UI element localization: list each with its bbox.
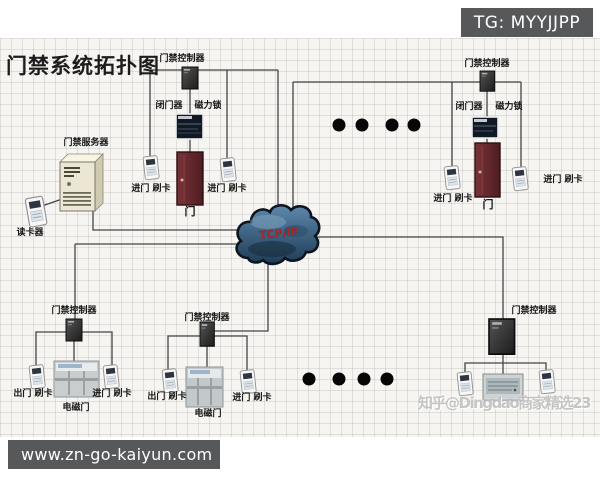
door-closer-label: 闭门器	[455, 102, 483, 112]
door-label: 电磁门	[194, 409, 222, 419]
server-card-reader	[24, 195, 48, 228]
server-label: 门禁服务器	[63, 138, 109, 148]
ellipsis-dots-top	[332, 118, 421, 132]
controller-label: 门禁控制器	[464, 59, 510, 69]
entry-reader-label: 进门 刷卡	[92, 389, 132, 399]
site-url-bar: www.zn-go-kaiyun.com	[8, 440, 220, 469]
card-reader	[28, 364, 46, 390]
exit-reader-label: 出门 刷卡	[13, 389, 53, 399]
controller-label: 门禁控制器	[51, 306, 97, 316]
magnetic-lock-label: 磁力锁	[495, 102, 523, 112]
card-reader	[142, 155, 160, 181]
server-tower	[59, 153, 104, 212]
card-reader	[538, 369, 556, 395]
door	[176, 151, 204, 206]
watermark-text: 知乎@Dingdao商家精选23	[418, 394, 592, 412]
door-label: 电磁门	[62, 403, 90, 413]
magnetic-lock-label: 磁力锁	[194, 101, 222, 111]
network-cloud	[235, 204, 321, 266]
access-controller	[65, 318, 83, 342]
access-controller	[479, 70, 496, 92]
glass-door-photo	[53, 360, 100, 398]
door	[474, 142, 501, 198]
access-controller	[181, 66, 199, 90]
access-controller	[199, 321, 215, 347]
entry-reader-label: 进门 刷卡	[232, 393, 272, 403]
magnetic-lock-unit	[471, 116, 499, 139]
entry-reader-label: 进门 刷卡	[207, 184, 247, 194]
controller-label: 门禁控制器	[184, 313, 230, 323]
controller-label: 门禁控制器	[159, 54, 205, 64]
card-reader	[102, 364, 120, 390]
wires	[35, 69, 547, 375]
access-controller	[488, 318, 516, 356]
door-label: 门	[482, 198, 494, 211]
controller-panel	[482, 373, 524, 401]
door-closer-label: 闭门器	[155, 101, 183, 111]
exit-reader-label: 出门 刷卡	[147, 392, 187, 402]
glass-door-photo	[185, 366, 224, 408]
door-label: 门	[184, 205, 196, 218]
entry-reader-label: 进门 刷卡	[433, 194, 473, 204]
tg-badge: TG: MYYJJPP	[461, 8, 593, 37]
card-reader	[161, 368, 179, 394]
controller-label: 门禁控制器	[511, 306, 557, 316]
magnetic-lock-unit	[175, 113, 204, 140]
page-title: 门禁系统拓扑图	[6, 54, 160, 78]
card-reader	[239, 369, 257, 395]
ellipsis-dots-bottom	[302, 372, 394, 386]
card-reader	[443, 165, 461, 191]
card-reader	[219, 157, 237, 183]
entry-reader-label: 进门 刷卡	[543, 175, 583, 185]
entry-reader-label: 进门 刷卡	[131, 184, 171, 194]
server-reader-label: 读卡器	[16, 228, 44, 238]
card-reader	[511, 166, 529, 192]
